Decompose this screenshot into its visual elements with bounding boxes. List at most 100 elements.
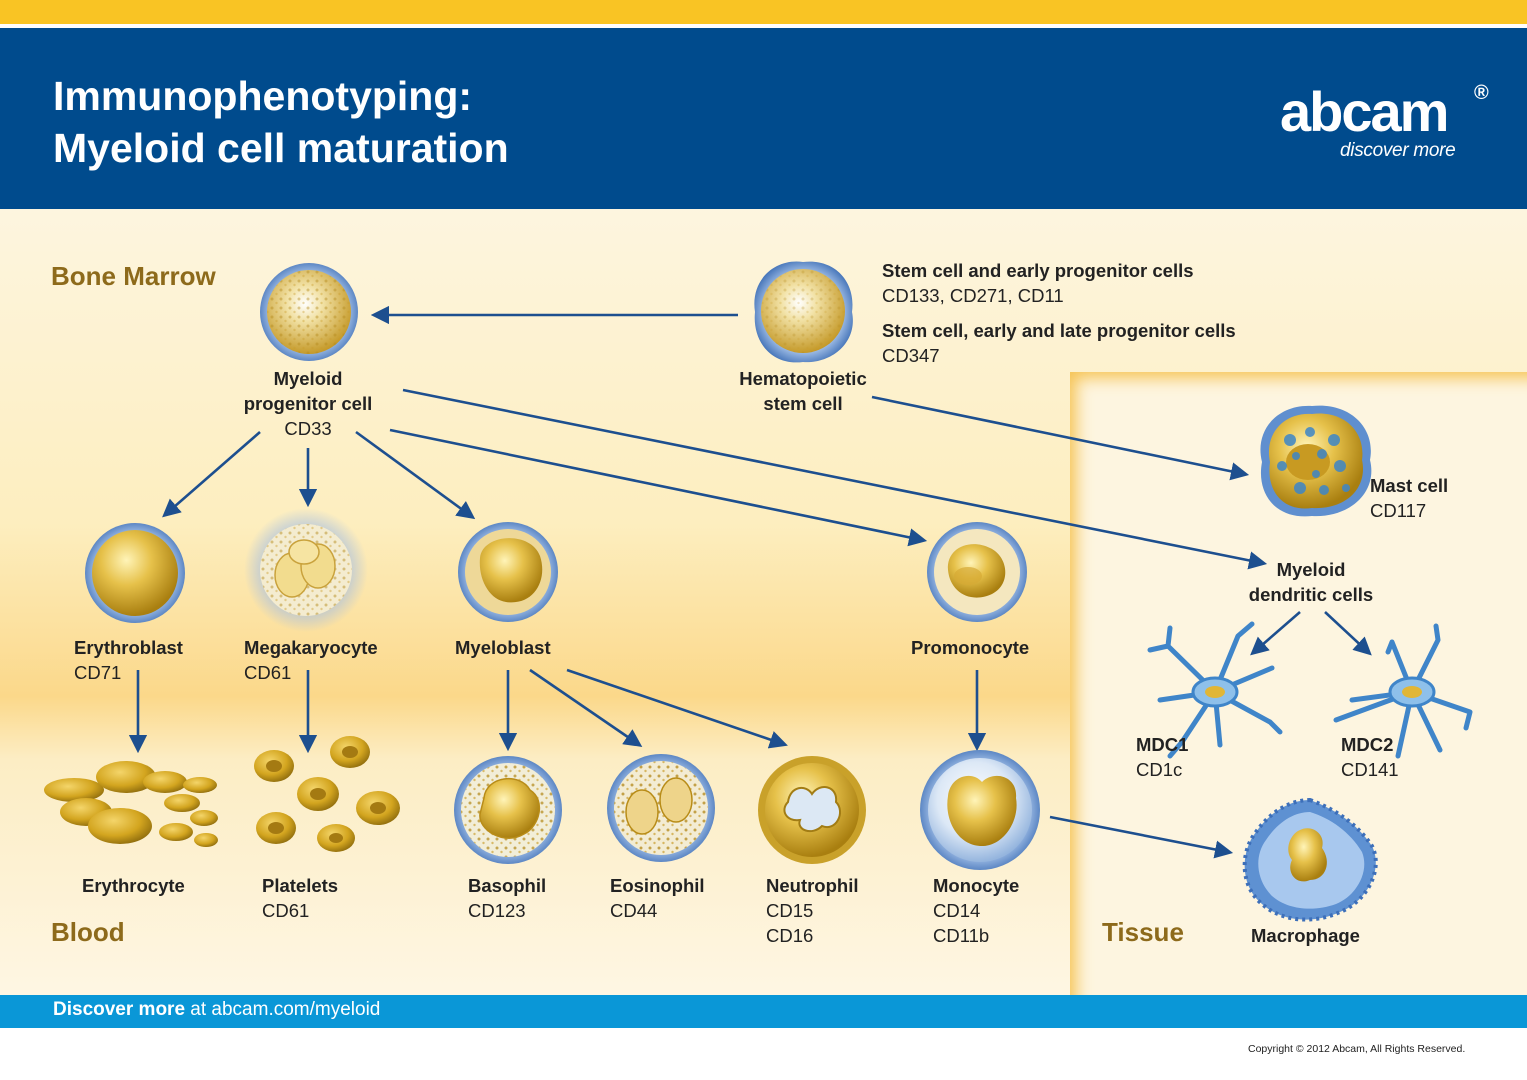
erythroblast-illustration	[85, 523, 185, 623]
hematopoietic-stem-cell-illustration	[754, 261, 853, 363]
label-erythroblast: Erythroblast CD71	[74, 635, 183, 685]
logo-wordmark: abcam	[1280, 80, 1449, 143]
stem-note-1: Stem cell and early progenitor cells CD1…	[882, 258, 1194, 308]
dendritic-name-2: dendritic cells	[1248, 584, 1374, 605]
stem-note-1-markers: CD133, CD271, CD11	[882, 285, 1064, 306]
monocyte-marker-1: CD14	[933, 900, 981, 921]
region-label-bone-marrow: Bone Marrow	[51, 261, 216, 291]
mast-cell-illustration	[1260, 405, 1372, 517]
platelets-illustration	[254, 736, 400, 852]
basophil-illustration	[454, 756, 562, 864]
stem-note-2: Stem cell, early and late progenitor cel…	[882, 318, 1236, 368]
eosinophil-marker: CD44	[610, 900, 658, 921]
myeloid-progenitor-cell-illustration	[260, 263, 358, 361]
mdc2-marker: CD141	[1341, 759, 1399, 780]
label-neutrophil: Neutrophil CD15 CD16	[766, 873, 859, 948]
page-title: Immunophenotyping: Myeloid cell maturati…	[53, 70, 509, 174]
platelets-name: Platelets	[262, 875, 339, 896]
footer-bold: Discover more	[53, 999, 186, 1020]
label-myeloid-progenitor: Myeloid progenitor cell CD33	[218, 366, 398, 441]
neutrophil-marker-2: CD16	[766, 925, 814, 946]
label-macrophage: Macrophage	[1251, 923, 1360, 948]
eosinophil-name: Eosinophil	[610, 875, 705, 896]
arrow-progenitor-to-myeloblast	[355, 430, 476, 520]
myeloid-progenitor-marker: CD33	[284, 418, 332, 439]
label-megakaryocyte: Megakaryocyte CD61	[244, 635, 378, 685]
hematopoietic-name-1: Hematopoietic	[739, 368, 867, 389]
arrow-dendritic-to-mdc2	[1324, 611, 1372, 656]
macrophage-illustration	[1242, 797, 1378, 922]
stem-note-2-title: Stem cell, early and late progenitor cel…	[882, 320, 1236, 341]
label-promonocyte: Promonocyte	[911, 635, 1029, 660]
arrow-progenitor-to-dendritic	[402, 388, 1268, 570]
logo-tagline: discover more	[1340, 140, 1456, 161]
megakaryocyte-name: Megakaryocyte	[244, 637, 378, 658]
platelets-marker: CD61	[262, 900, 310, 921]
stem-note-2-markers: CD347	[882, 345, 940, 366]
myeloid-progenitor-name-2: progenitor cell	[243, 393, 373, 414]
region-label-blood: Blood	[51, 917, 125, 947]
title-line-1: Immunophenotyping:	[53, 73, 473, 119]
region-label-tissue: Tissue	[1102, 917, 1184, 947]
mdc1-illustration	[1147, 621, 1283, 759]
abcam-logo: abcam ® discover more	[1280, 82, 1500, 172]
footer-link-text[interactable]: Discover more at abcam.com/myeloid	[53, 999, 380, 1021]
monocyte-name: Monocyte	[933, 875, 1020, 896]
megakaryocyte-illustration	[244, 508, 368, 632]
mast-cell-name: Mast cell	[1370, 475, 1449, 496]
mdc1-marker: CD1c	[1136, 759, 1183, 780]
label-mdc1: MDC1 CD1c	[1136, 732, 1188, 782]
dendritic-name-1: Myeloid	[1276, 559, 1346, 580]
title-line-2: Myeloid cell maturation	[53, 125, 509, 171]
stem-note-1-title: Stem cell and early progenitor cells	[882, 260, 1194, 281]
logo-registered-mark: ®	[1474, 82, 1489, 104]
promonocyte-illustration	[927, 522, 1027, 622]
label-hematopoietic-stem-cell: Hematopoietic stem cell	[713, 366, 893, 416]
neutrophil-illustration	[758, 756, 866, 864]
mdc2-illustration	[1333, 623, 1473, 759]
eosinophil-illustration	[607, 754, 715, 862]
arrows	[128, 305, 1372, 859]
top-accent-line	[0, 24, 1527, 28]
label-erythrocyte: Erythrocyte	[82, 873, 185, 898]
erythroblast-name: Erythroblast	[74, 637, 183, 658]
neutrophil-marker-1: CD15	[766, 900, 814, 921]
arrow-progenitor-to-promonocyte	[389, 428, 928, 547]
label-basophil: Basophil CD123	[468, 873, 546, 923]
arrow-dendritic-to-mdc1	[1250, 611, 1301, 656]
myeloblast-name: Myeloblast	[455, 637, 551, 658]
monocyte-illustration	[920, 750, 1040, 870]
arrow-myeloblast-to-neutrophil	[566, 668, 788, 749]
label-myeloid-dendritic: Myeloid dendritic cells	[1226, 557, 1396, 607]
promonocyte-name: Promonocyte	[911, 637, 1030, 658]
myeloid-progenitor-name-1: Myeloid	[273, 368, 343, 389]
mdc2-name: MDC2	[1341, 734, 1394, 755]
arrow-monocyte-to-macrophage	[1049, 815, 1234, 859]
mast-cell-marker: CD117	[1370, 500, 1427, 521]
top-accent-bar	[0, 0, 1527, 24]
basophil-marker: CD123	[468, 900, 526, 921]
erythrocyte-illustration	[44, 761, 218, 847]
copyright-notice: Copyright © 2012 Abcam, All Rights Reser…	[1248, 1043, 1466, 1055]
label-mdc2: MDC2 CD141	[1341, 732, 1399, 782]
arrow-progenitor-to-erythroblast	[162, 431, 261, 518]
mdc1-name: MDC1	[1136, 734, 1189, 755]
myeloblast-illustration	[458, 522, 558, 622]
monocyte-marker-2: CD11b	[933, 925, 990, 946]
label-mast-cell: Mast cell CD117	[1370, 473, 1448, 523]
arrow-hsc-to-mast	[871, 395, 1250, 481]
label-eosinophil: Eosinophil CD44	[610, 873, 705, 923]
footer-url: at abcam.com/myeloid	[185, 999, 381, 1020]
macrophage-name: Macrophage	[1251, 925, 1360, 946]
header-banner	[0, 28, 1527, 209]
erythrocyte-name: Erythrocyte	[82, 875, 185, 896]
basophil-name: Basophil	[468, 875, 547, 896]
footer-bar	[0, 995, 1527, 1028]
label-monocyte: Monocyte CD14 CD11b	[933, 873, 1019, 948]
erythroblast-marker: CD71	[74, 662, 122, 683]
arrow-myeloblast-to-eosinophil	[529, 668, 643, 747]
label-myeloblast: Myeloblast	[455, 635, 551, 660]
hematopoietic-name-2: stem cell	[763, 393, 843, 414]
neutrophil-name: Neutrophil	[766, 875, 859, 896]
